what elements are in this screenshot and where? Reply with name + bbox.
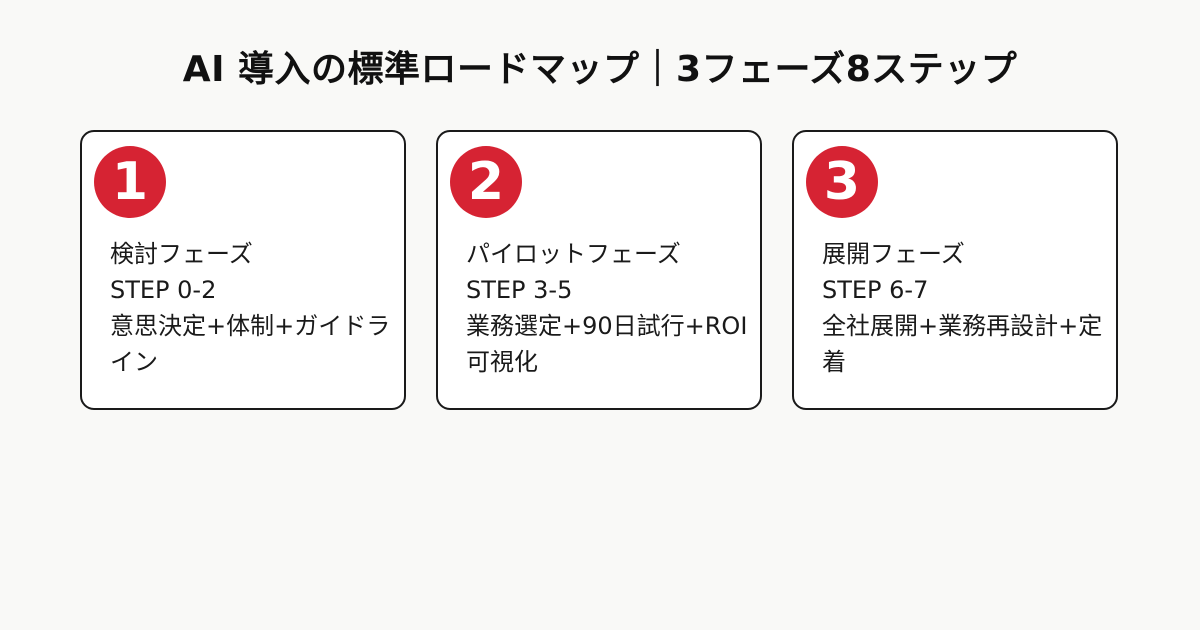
phase-card-3: 3 展開フェーズ STEP 6-7 全社展開+業務再設計+定着: [792, 130, 1118, 410]
phase-number-badge: 3: [806, 146, 878, 218]
phase-description: 業務選定+90日試行+ROI可視化: [466, 312, 748, 376]
phase-steps: STEP 0-2: [110, 276, 217, 304]
phase-name: パイロットフェーズ: [466, 240, 681, 268]
phase-card-body: 展開フェーズ STEP 6-7 全社展開+業務再設計+定着: [822, 236, 1106, 380]
phase-steps: STEP 3-5: [466, 276, 573, 304]
phase-name: 検討フェーズ: [110, 240, 253, 268]
phase-card-2: 2 パイロットフェーズ STEP 3-5 業務選定+90日試行+ROI可視化: [436, 130, 762, 410]
phase-card-1: 1 検討フェーズ STEP 0-2 意思決定+体制+ガイドライン: [80, 130, 406, 410]
phase-card-body: 検討フェーズ STEP 0-2 意思決定+体制+ガイドライン: [110, 236, 394, 380]
phase-description: 意思決定+体制+ガイドライン: [110, 312, 391, 376]
phase-number-badge: 1: [94, 146, 166, 218]
phase-name: 展開フェーズ: [822, 240, 965, 268]
phase-steps: STEP 6-7: [822, 276, 929, 304]
phase-card-body: パイロットフェーズ STEP 3-5 業務選定+90日試行+ROI可視化: [466, 236, 750, 380]
phase-cards: 1 検討フェーズ STEP 0-2 意思決定+体制+ガイドライン 2 パイロット…: [80, 130, 1120, 412]
phase-description: 全社展開+業務再設計+定着: [822, 312, 1103, 376]
page-title: AI 導入の標準ロードマップ｜3フェーズ8ステップ: [182, 49, 1018, 90]
phase-number-badge: 2: [450, 146, 522, 218]
